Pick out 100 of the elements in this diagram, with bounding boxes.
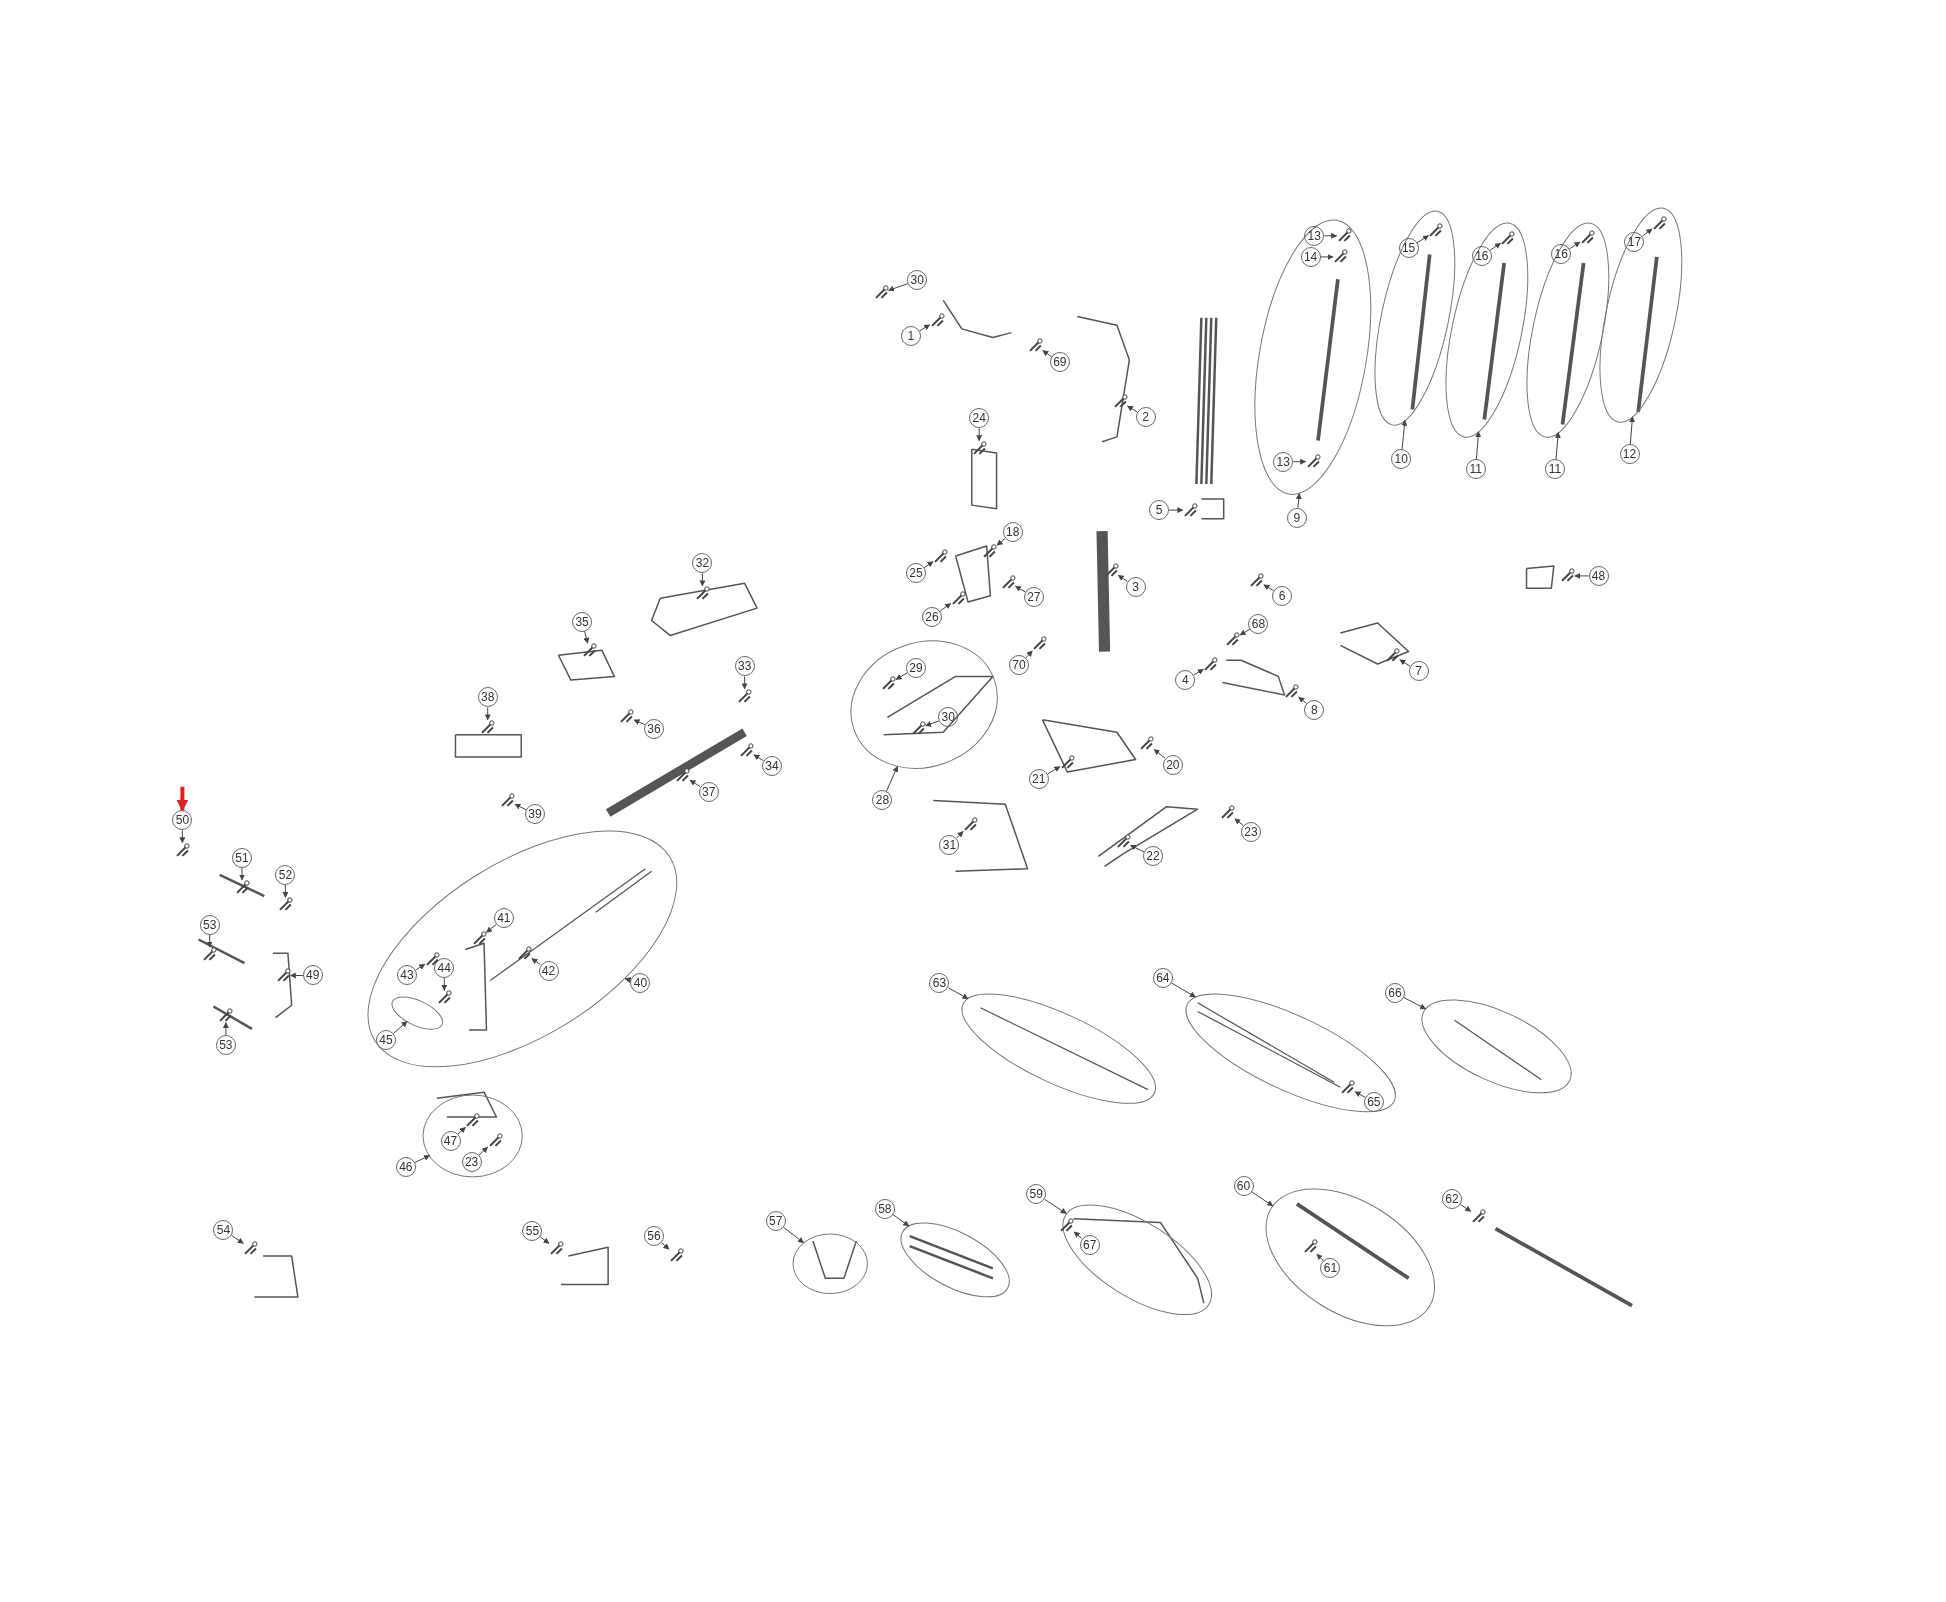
group-ellipse	[899, 1220, 1012, 1299]
part-drawing	[1470, 1208, 1486, 1224]
part-drawing	[1385, 647, 1400, 663]
part-drawing	[1203, 657, 1219, 673]
leader-line	[1316, 1253, 1325, 1262]
leader-line	[1401, 419, 1408, 450]
leader-line	[661, 1242, 670, 1250]
leader-line	[783, 1226, 804, 1244]
part-drawing	[738, 742, 754, 758]
part-drawing	[1428, 223, 1444, 239]
leader-line	[1234, 818, 1244, 826]
leader-line	[1569, 241, 1581, 250]
leader-line	[1168, 507, 1184, 514]
part-drawing	[1579, 229, 1595, 245]
part-drawing	[436, 990, 452, 1006]
leader-line	[457, 1126, 466, 1135]
part-drawing	[971, 440, 987, 456]
part-drawing	[950, 590, 966, 606]
leader-line	[441, 977, 448, 991]
leader-line	[1130, 844, 1145, 853]
part-drawing	[1340, 1080, 1356, 1096]
leader-line	[1416, 235, 1429, 244]
group-ellipse	[1420, 997, 1574, 1095]
part-drawing	[516, 945, 532, 961]
part-drawing	[1219, 805, 1235, 821]
leader-line	[925, 720, 940, 727]
part-drawing	[1112, 394, 1128, 409]
leader-line	[1044, 1198, 1067, 1214]
leader-line	[1073, 1231, 1083, 1239]
leader-line	[633, 719, 646, 726]
leader-line	[1320, 253, 1334, 260]
leader-line	[741, 676, 748, 690]
leader-line	[1117, 574, 1128, 582]
leader-line	[1251, 1191, 1274, 1207]
leader-line	[947, 987, 969, 1000]
part-drawing	[1139, 735, 1155, 751]
leader-line	[895, 672, 908, 680]
part-drawing	[582, 643, 598, 658]
leader-line	[1489, 242, 1501, 251]
leader-line	[1574, 572, 1589, 579]
leader-line	[206, 934, 213, 948]
part-drawing	[234, 879, 250, 895]
part-drawing	[1000, 574, 1016, 590]
part-drawing	[881, 676, 897, 692]
part-drawing	[669, 1248, 684, 1264]
group-ellipse	[959, 992, 1158, 1106]
part-drawing	[1302, 1239, 1318, 1255]
part-drawing	[1500, 230, 1516, 246]
leader-line	[996, 538, 1006, 546]
part-drawing	[1305, 454, 1321, 470]
group-ellipse	[1372, 208, 1457, 427]
leader-line	[892, 1214, 910, 1227]
part-drawing	[471, 930, 487, 946]
leader-line	[1153, 748, 1166, 759]
part-drawing	[548, 1241, 564, 1257]
leader-line	[1459, 1203, 1472, 1212]
leader-line	[976, 427, 983, 442]
leader-line	[885, 765, 899, 792]
part-drawing	[873, 285, 889, 301]
part-drawing	[982, 543, 998, 559]
part-drawing	[1031, 636, 1047, 651]
leader-line	[1295, 493, 1302, 509]
leader-line	[179, 829, 186, 844]
part-drawing	[465, 1113, 481, 1129]
part-drawing	[1283, 683, 1299, 699]
part-drawing	[929, 312, 945, 328]
leader-line	[1239, 628, 1251, 636]
part-drawing	[1225, 631, 1241, 647]
part-drawing	[202, 946, 218, 962]
leader-line	[956, 831, 964, 839]
leader-line	[531, 958, 541, 966]
leader-line	[888, 283, 909, 292]
leader-line	[1025, 650, 1033, 659]
leader-line	[1298, 696, 1308, 704]
part-drawing	[243, 1241, 259, 1256]
leader-line	[1127, 405, 1138, 413]
leader-line	[939, 603, 952, 612]
leader-line	[918, 324, 931, 332]
leader-line	[393, 1021, 408, 1034]
group-ellipse	[1524, 221, 1611, 440]
leader-line	[540, 1236, 550, 1244]
leader-line	[1642, 228, 1653, 237]
leader-line	[1193, 668, 1204, 676]
part-drawing	[218, 1007, 234, 1023]
group-ellipse	[1253, 218, 1373, 497]
leader-line	[484, 707, 491, 721]
leader-line	[282, 884, 289, 898]
leader-line	[1171, 982, 1196, 998]
leader-line	[514, 803, 527, 811]
leader-line	[923, 561, 934, 569]
part-drawing	[1560, 568, 1575, 584]
group-ellipse	[1597, 206, 1684, 425]
group-ellipse	[421, 1092, 525, 1179]
leader-line	[414, 1155, 431, 1163]
leader-line	[699, 572, 706, 587]
part-drawing	[1182, 502, 1198, 518]
part-drawing	[675, 768, 691, 784]
pointer-arrow	[176, 786, 189, 812]
leader-line	[1323, 232, 1338, 239]
leader-line	[1292, 458, 1307, 465]
